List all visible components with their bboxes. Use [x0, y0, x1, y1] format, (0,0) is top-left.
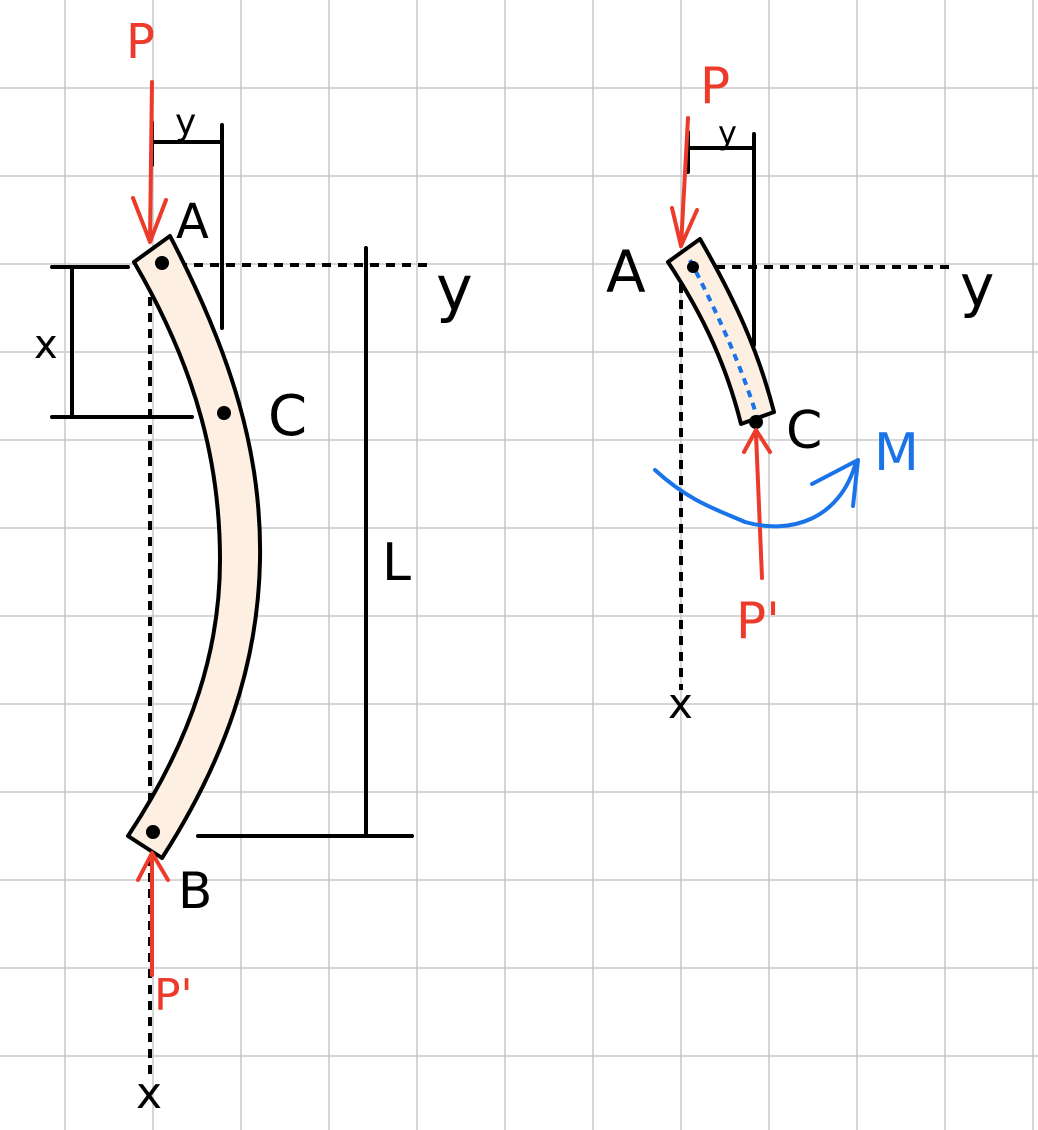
label-load-top: P	[126, 14, 155, 70]
segment-label-point-c: C	[786, 401, 822, 461]
label-point-a: A	[176, 194, 209, 250]
segment-label-axis-y-end: y	[960, 252, 994, 320]
label-axis-x-end: x	[136, 1068, 162, 1119]
moment-arrow	[653, 458, 860, 529]
segment-label-axis-x-end: x	[668, 679, 693, 728]
segment-label-load-bottom: P'	[736, 592, 780, 650]
segment-point-a-dot	[687, 261, 699, 273]
segment-label-point-a: A	[606, 238, 646, 306]
label-point-c: C	[268, 384, 307, 449]
segment-label-dim-y: y	[718, 114, 737, 152]
label-dim-x: x	[34, 322, 58, 368]
label-point-b: B	[178, 862, 212, 920]
label-load-bottom: P'	[154, 970, 193, 1021]
segment-load-arrow-top	[670, 116, 699, 248]
column-beam	[126, 234, 263, 860]
segment-centerline	[688, 259, 760, 421]
point-a-dot	[155, 256, 169, 270]
segment-label-load-top: P	[700, 57, 730, 115]
segment-label-moment: M	[874, 423, 919, 483]
segment-point-c-dot	[749, 415, 763, 429]
label-dim-length: L	[382, 533, 411, 593]
label-axis-y-end: y	[436, 252, 473, 325]
label-dim-y: y	[175, 102, 196, 143]
dim-length-bracket	[196, 246, 414, 838]
segment-load-arrow-bottom	[742, 428, 772, 580]
dim-x-bracket	[50, 265, 194, 419]
segment-free-body-figure: P y A y C M P' x	[606, 57, 994, 728]
load-arrow-bottom	[136, 851, 170, 977]
full-column-figure: P y A y x C L B P' x	[34, 14, 473, 1119]
point-b-dot	[146, 825, 160, 839]
segment-beam	[666, 237, 776, 426]
load-arrow-top	[131, 80, 168, 244]
point-c-dot	[217, 406, 231, 420]
